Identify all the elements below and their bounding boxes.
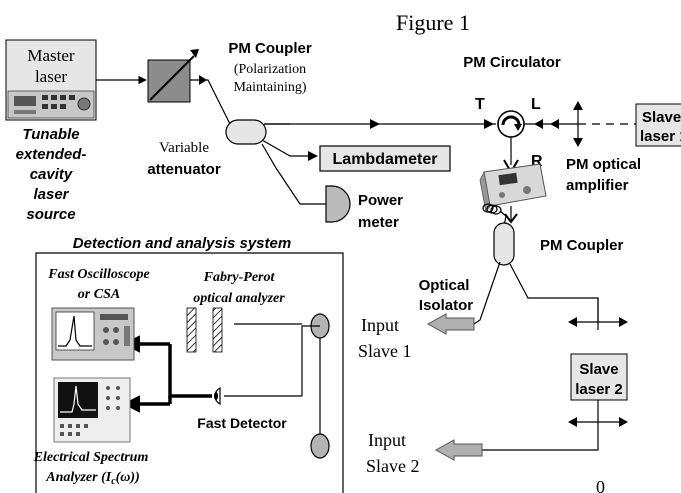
input-slave-1-label-1: Input — [361, 315, 399, 335]
pm-coupler-top-note-2: Maintaining) — [233, 80, 306, 95]
optical-isolator-label-2: Isolator — [419, 297, 473, 314]
esa-label-2: Analyzer (Ic(ω)) — [45, 470, 140, 487]
variable-attenuator-label-2: attenuator — [147, 161, 221, 178]
lambdameter-label: Lambdameter — [333, 151, 438, 168]
input-slave-2-port — [310, 433, 330, 459]
fiber-coupler-to-power-meter — [261, 143, 326, 205]
power-meter — [325, 185, 351, 223]
fast-oscilloscope-label-1: Fast Oscilloscope — [47, 267, 150, 282]
fabry-perot-label-1: Fabry-Perot — [203, 270, 276, 285]
pm-optical-amplifier-label-2: amplifier — [566, 177, 629, 194]
esa-label-2b: c — [111, 476, 116, 487]
port-l-label: L — [531, 96, 541, 113]
tunable-source-line-5: source — [26, 206, 75, 223]
pm-optical-amplifier-label-1: PM optical — [566, 156, 641, 173]
slave-laser-1-label-2: laser 1 — [640, 128, 681, 145]
fast-detector-label: Fast Detector — [197, 415, 287, 431]
tunable-source-label: Tunable extended- cavity laser source — [16, 126, 87, 223]
port-t-label: T — [475, 96, 485, 113]
fiber-inputs-to-analyzers — [301, 325, 320, 396]
lambdameter: Lambdameter — [319, 145, 451, 172]
fiber-coupler-to-isolator — [473, 261, 501, 325]
slave-laser-2: Slave laser 2 — [570, 353, 628, 401]
spectrum-analyzer-icon — [53, 377, 131, 443]
fabry-perot-label-2: optical analyzer — [193, 291, 285, 306]
input-slave-1-label-2: Slave 1 — [358, 341, 412, 361]
fiber-coupler-to-lambdameter — [261, 139, 316, 157]
power-meter-label-1: Power — [358, 192, 403, 209]
isolator-arrow-1-icon — [426, 313, 475, 335]
page-number: 0 — [596, 477, 605, 493]
tunable-source-line-1: Tunable — [22, 126, 79, 143]
fiber-coupler-to-slave2-branch — [509, 263, 599, 322]
variable-attenuator — [147, 49, 199, 103]
detection-system-box — [35, 252, 344, 493]
pm-circulator-label: PM Circulator — [463, 54, 561, 71]
circulator-rotation-icon — [501, 115, 521, 126]
optical-isolator-label-1: Optical — [419, 277, 470, 294]
detection-system-title: Detection and analysis system — [73, 235, 291, 252]
pm-coupler-bottom — [493, 222, 515, 266]
master-laser: Master laser — [5, 39, 97, 121]
pm-coupler-bottom-label: PM Coupler — [540, 237, 623, 254]
pm-coupler-top-label: PM Coupler — [228, 40, 311, 57]
fiber-attenuator-to-coupler — [190, 79, 233, 129]
esa-label-1: Electrical Spectrum — [33, 450, 149, 465]
slave-laser-1-label-1: Slave — [642, 109, 681, 126]
master-laser-label-2: laser — [35, 67, 67, 86]
fast-oscilloscope-label-2: or CSA — [78, 287, 120, 302]
laser-instrument-icon — [7, 90, 95, 119]
variable-attenuator-label-1: Variable — [159, 140, 209, 156]
oscilloscope-icon — [51, 307, 135, 361]
esa-label-2c: (ω)) — [116, 470, 140, 485]
slave-laser-2-label-1: Slave — [579, 361, 618, 378]
fabry-perot-mirrors — [186, 307, 223, 353]
esa-label-2a: Analyzer (I — [45, 470, 112, 485]
tunable-source-line-3: cavity — [30, 166, 73, 183]
power-meter-label-2: meter — [358, 214, 399, 231]
pm-coupler-top-note-1: (Polarization — [234, 62, 306, 77]
input-slave-2-label-2: Slave 2 — [366, 456, 420, 476]
tunable-source-line-2: extended- — [16, 146, 87, 163]
pm-coupler-top — [225, 119, 267, 145]
tunable-source-line-4: laser — [33, 186, 69, 203]
isolator-arrow-2-icon — [434, 439, 483, 461]
slave-laser-1: Slave laser 1 — [635, 103, 681, 147]
figure-title: Figure 1 — [396, 10, 470, 35]
input-slave-2-label-1: Input — [368, 430, 406, 450]
slave-laser-2-label-2: laser 2 — [575, 381, 623, 398]
attenuator-arrow-icon — [190, 49, 199, 58]
master-laser-label-1: Master — [27, 46, 75, 65]
pm-optical-amplifier — [479, 163, 547, 214]
fiber-slave2-to-isolator — [482, 446, 599, 451]
